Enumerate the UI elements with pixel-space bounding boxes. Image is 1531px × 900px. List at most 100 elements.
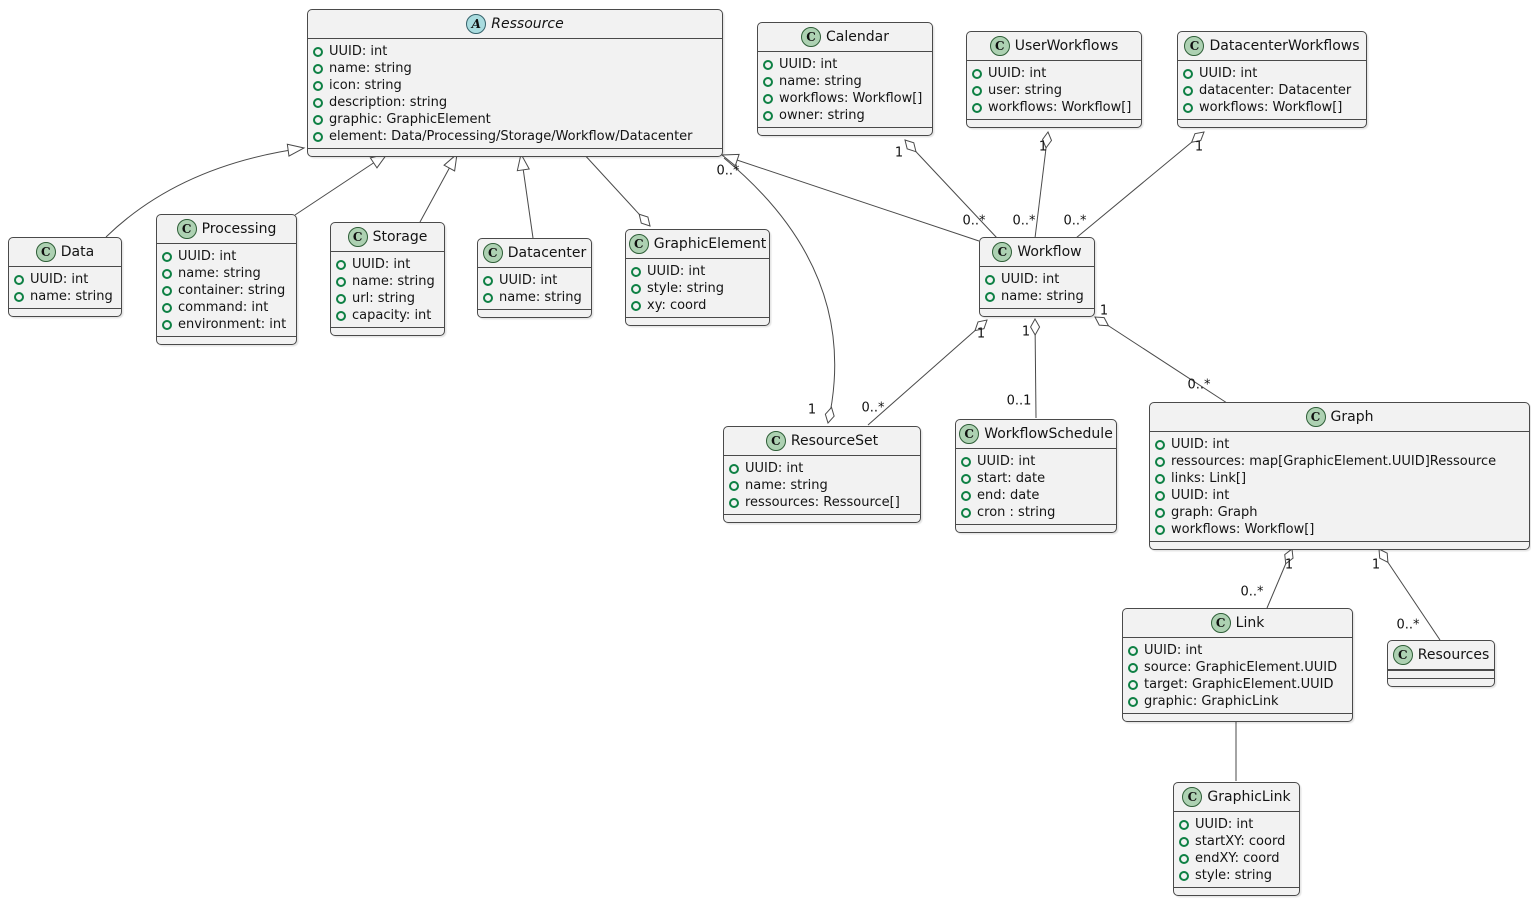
class-resourceset: C ResourceSet UUID: int name: string res… [723, 426, 921, 523]
attribute-text: workflows: Workflow[] [779, 91, 923, 106]
multiplicity-label: 1 [894, 145, 904, 161]
attribute-text: UUID: int [988, 66, 1047, 81]
multiplicity-label: 1 [1038, 139, 1048, 155]
multiplicity-label: 1 [1371, 557, 1381, 573]
attribute-text: UUID: int [779, 57, 838, 72]
attribute-text: endXY: coord [1195, 851, 1280, 866]
attributes-compartment: UUID: int name: string icon: string desc… [308, 39, 722, 148]
class-header: C Data [9, 238, 121, 267]
field-visibility-icon [313, 80, 323, 91]
field-visibility-icon [1155, 524, 1165, 535]
attribute-row: environment: int [162, 316, 289, 333]
multiplicity-label: 0..1 [1006, 393, 1032, 409]
field-visibility-icon [729, 480, 739, 491]
attributes-compartment: UUID: int start: date end: date cron : s… [956, 449, 1116, 524]
attribute-row: UUID: int [972, 65, 1134, 82]
multiplicity-label: 0..* [1240, 584, 1264, 600]
edge-workflow-aggregates-workflowschedule [1030, 317, 1041, 419]
attribute-row: UUID: int [961, 453, 1109, 470]
field-visibility-icon [985, 274, 995, 285]
attributes-compartment: UUID: int name: string container: string… [157, 244, 296, 336]
attribute-row: end: date [961, 487, 1109, 504]
methods-compartment-empty [1150, 541, 1529, 549]
class-graphiclink: C GraphicLink UUID: int startXY: coord e… [1173, 782, 1300, 896]
class-icon: C [1392, 645, 1413, 665]
methods-compartment-empty [980, 308, 1094, 316]
attribute-row: name: string [729, 477, 913, 494]
field-visibility-icon [972, 85, 982, 96]
attribute-row: UUID: int [1128, 642, 1345, 659]
attribute-row: capacity: int [336, 307, 437, 324]
class-workflowschedule: C WorkflowSchedule UUID: int start: date… [955, 419, 1117, 533]
class-name: Workflow [1017, 244, 1082, 260]
field-visibility-icon [336, 293, 346, 304]
attributes-compartment: UUID: int style: string xy: coord [626, 259, 769, 317]
methods-compartment-empty [157, 336, 296, 344]
class-header: C Calendar [758, 23, 932, 52]
class-icon: C [1182, 787, 1203, 807]
attributes-compartment: UUID: int startXY: coord endXY: coord st… [1174, 812, 1299, 887]
attribute-text: xy: coord [647, 298, 707, 313]
field-visibility-icon [1155, 456, 1165, 467]
attribute-text: graphic: GraphicElement [329, 112, 491, 127]
methods-compartment-empty [1388, 678, 1494, 686]
attribute-row: graphic: GraphicElement [313, 111, 715, 128]
attribute-text: UUID: int [745, 461, 804, 476]
attribute-text: style: string [647, 281, 725, 296]
multiplicity-label: 1 [1021, 324, 1031, 340]
edge-resourceset-aggregates-ressource [723, 157, 836, 424]
attribute-text: ressources: Ressource[] [745, 495, 900, 510]
multiplicity-label: 0..* [1396, 617, 1420, 633]
attribute-text: UUID: int [1171, 437, 1230, 452]
field-visibility-icon [313, 63, 323, 74]
attribute-text: datacenter: Datacenter [1199, 83, 1352, 98]
attributes-compartment-empty [1388, 670, 1494, 678]
field-visibility-icon [985, 291, 995, 302]
field-visibility-icon [1179, 819, 1189, 830]
attribute-text: UUID: int [499, 273, 558, 288]
class-header: C DatacenterWorkflows [1178, 32, 1366, 61]
class-icon: C [992, 242, 1013, 262]
attribute-row: ressources: Ressource[] [729, 494, 913, 511]
attribute-row: UUID: int [729, 460, 913, 477]
attribute-row: UUID: int [1155, 436, 1522, 453]
class-workflow: C Workflow UUID: int name: string [979, 237, 1095, 317]
attributes-compartment: UUID: int name: string url: string capac… [331, 252, 444, 327]
field-visibility-icon [961, 507, 971, 518]
class-datacenter: C Datacenter UUID: int name: string [477, 238, 592, 318]
class-userworkflows: C UserWorkflows UUID: int user: string w… [966, 31, 1142, 128]
attribute-text: name: string [779, 74, 862, 89]
field-visibility-icon [763, 76, 773, 87]
attribute-text: style: string [1195, 868, 1273, 883]
attributes-compartment: UUID: int name: string [980, 267, 1094, 308]
edge-graph-aggregates-resources [1378, 548, 1441, 641]
field-visibility-icon [961, 456, 971, 467]
multiplicity-label: 1 [1099, 303, 1109, 319]
field-visibility-icon [972, 68, 982, 79]
attribute-text: links: Link[] [1171, 471, 1247, 486]
class-name: Processing [201, 221, 277, 237]
attribute-row: style: string [631, 280, 762, 297]
attribute-text: workflows: Workflow[] [1171, 522, 1315, 537]
class-name: Data [60, 244, 95, 260]
field-visibility-icon [1128, 696, 1138, 707]
field-visibility-icon [1128, 679, 1138, 690]
attribute-row: cron : string [961, 504, 1109, 521]
methods-compartment-empty [626, 317, 769, 325]
attribute-row: ressources: map[GraphicElement.UUID]Ress… [1155, 453, 1522, 470]
attribute-text: command: int [178, 300, 269, 315]
attribute-text: ressources: map[GraphicElement.UUID]Ress… [1171, 454, 1497, 469]
class-header: C ResourceSet [724, 427, 920, 456]
attribute-row: UUID: int [14, 271, 114, 288]
field-visibility-icon [162, 302, 172, 313]
field-visibility-icon [14, 291, 24, 302]
field-visibility-icon [763, 110, 773, 121]
class-processing: C Processing UUID: int name: string cont… [156, 214, 297, 345]
field-visibility-icon [631, 300, 641, 311]
attribute-row: UUID: int [313, 43, 715, 60]
multiplicity-label: 1 [1284, 557, 1294, 573]
edge-processing-extends-ressource [294, 153, 389, 216]
field-visibility-icon [162, 319, 172, 330]
attribute-row: graph: Graph [1155, 504, 1522, 521]
